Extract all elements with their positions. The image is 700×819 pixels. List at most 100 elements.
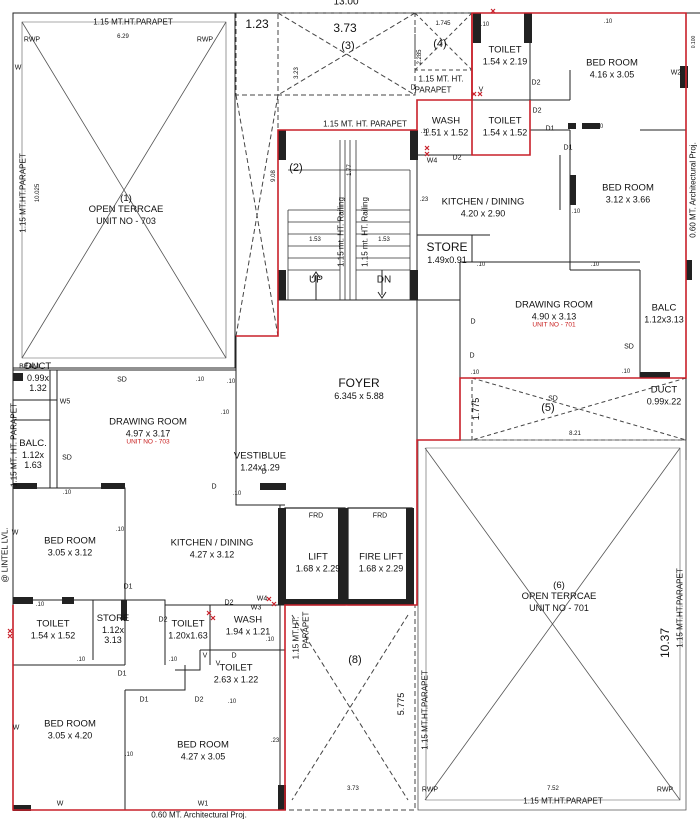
room-name: BED ROOM: [602, 182, 654, 194]
door-window-tag-24: D1: [117, 670, 127, 678]
door-window-tag-9: W3: [250, 604, 262, 612]
wall-thickness-mark-12: .10: [603, 19, 613, 25]
room-name: FIRE LIFT: [359, 551, 403, 563]
room-name: BALC.: [19, 438, 47, 450]
door-window-tag-11: W1: [197, 800, 209, 808]
wall-thickness-mark-5: .10: [115, 527, 125, 533]
parapet-label-7: 1.15 MT.HT.PARAPET: [675, 568, 685, 648]
door-window-tag-3: SD: [62, 454, 72, 462]
dimension-label-15: 1.77: [347, 164, 353, 176]
door-window-tag-8: W4: [256, 595, 268, 603]
room-name: OPEN TERRCAE: [88, 203, 164, 215]
room-size: 4.97 x 3.17: [125, 428, 171, 439]
room-size: 4.27 x 3.05: [180, 751, 226, 762]
dimension-label-8: 9.08: [271, 170, 277, 182]
room-size: 4.27 x 3.12: [189, 549, 235, 560]
room-size: 3.05 x 3.12: [47, 547, 93, 558]
door-window-tag-27: D2: [224, 599, 234, 607]
area-number-2: (4): [433, 38, 447, 50]
room-name: WASH: [233, 614, 263, 626]
room-name: BED ROOM: [177, 739, 229, 751]
room-size-continued: 1.63: [24, 460, 42, 471]
room-name: DRAWING ROOM: [109, 416, 187, 428]
dimension-label-11: 2.285: [417, 49, 423, 65]
room-size: 1.54 x 1.52: [482, 127, 528, 138]
room-name: STORE: [96, 613, 130, 625]
door-window-tag-39: RWP: [196, 36, 214, 44]
railing-label-0: 1.15 mt. HT. Railing: [336, 197, 346, 267]
room-size: 1.24x1.29: [240, 462, 280, 473]
door-window-tag-22: D1: [123, 583, 133, 591]
door-window-tag-35: V: [215, 660, 221, 668]
door-window-tag-41: RWP: [656, 786, 674, 794]
wall-thickness-mark-10: .10: [590, 262, 600, 268]
room-size-continued: 1.32: [29, 383, 47, 394]
door-window-tag-40: RWP: [421, 786, 439, 794]
door-window-tag-5: SD: [624, 343, 634, 351]
dimension-label-14: 3.73: [347, 786, 359, 792]
dimension-label-16: 1.53: [309, 237, 321, 243]
dimension-label-1: 3.73: [333, 21, 357, 35]
door-window-tag-33: V: [478, 86, 484, 94]
door-window-tag-10: W2: [670, 69, 682, 77]
area-number-1: (3): [341, 40, 355, 52]
room-name: TOILET: [488, 115, 522, 127]
parapet-label-13: @ LINTEL LVL.: [0, 527, 10, 583]
wall-thickness-mark-16: .10: [571, 209, 581, 215]
parapet-label-9: 1.15 MT.HT.: [291, 616, 301, 660]
parapet-label-3: 1.15 MT. HT.: [418, 74, 464, 84]
stair-core: [277, 129, 418, 301]
wall-thickness-mark-7: .10: [226, 379, 236, 385]
door-window-tag-34: V: [202, 652, 208, 660]
dimension-label-10: 1.745: [435, 21, 451, 27]
door-window-tag-42: BEAM: [19, 363, 39, 371]
door-window-tag-30: D2: [452, 154, 462, 162]
dimension-label-3: 10.37: [658, 627, 672, 659]
door-window-tag-29: D2: [194, 696, 204, 704]
dimension-label-19: .23: [419, 197, 429, 203]
door-window-tag-37: FRD: [372, 512, 388, 520]
area-number-0: (2): [289, 162, 303, 174]
wall-thickness-mark-4: .10: [168, 657, 178, 663]
room-size: 1.54 x 2.19: [482, 56, 528, 67]
room-unit: UNIT NO - 701: [532, 321, 576, 329]
wall-thickness-mark-15: .10: [470, 370, 480, 376]
room-name: TOILET: [36, 618, 70, 630]
room-number: (6): [553, 579, 565, 591]
room-name: TOILET: [171, 618, 205, 630]
room-unit: UNIT NO - 703: [126, 438, 170, 446]
parapet-label-8: 1.15 MT.HT.PARAPET: [420, 670, 430, 750]
dimension-label-13: 7.52: [547, 786, 559, 792]
door-window-tag-0: UP: [309, 274, 323, 286]
wall-thickness-mark-2: .10: [35, 602, 45, 608]
room-size: 3.12 x 3.66: [605, 194, 651, 205]
room-size: UNIT NO - 703: [96, 215, 156, 226]
parapet-label-10: PARAPET: [301, 611, 311, 649]
dimension-label-6: 6.29: [117, 34, 129, 40]
wall-thickness-mark-14: .10: [476, 262, 486, 268]
door-window-tag-12: W: [14, 64, 22, 72]
wall-thickness-mark-13: .10: [594, 124, 604, 130]
room-number: (1): [120, 192, 132, 204]
wall-thickness-mark-17: .10: [480, 22, 490, 28]
dimension-label-7: 10.025: [35, 183, 41, 203]
room-name: FOYER: [338, 375, 380, 390]
room-name: KITCHEN / DINING: [170, 537, 254, 549]
dimension-label-12: 8.21: [569, 431, 581, 437]
wall-thickness-mark-0: .10: [195, 377, 205, 383]
dimension-label-4: 1.775: [471, 397, 481, 421]
wall-thickness-mark-1: .10: [62, 490, 72, 496]
railing-label-1: 1.15 mt. HT. Railing: [360, 197, 370, 267]
